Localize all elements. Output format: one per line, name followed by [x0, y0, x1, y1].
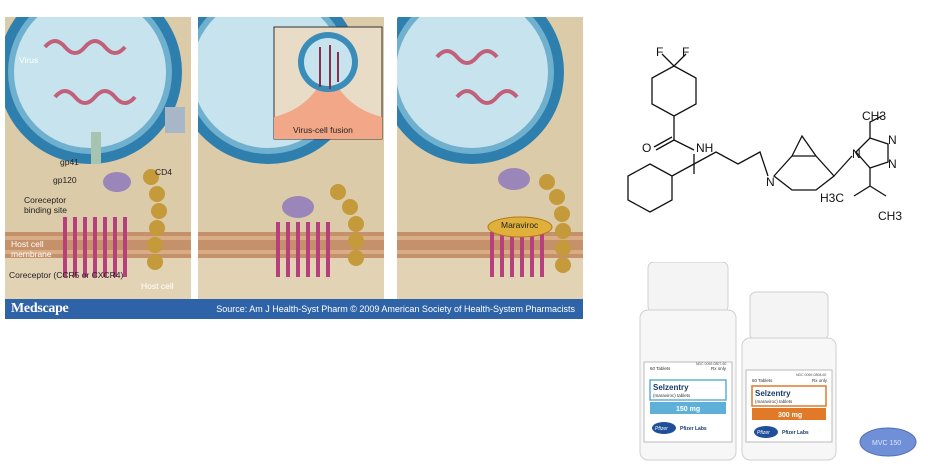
right-strength: 300 mg: [778, 412, 802, 419]
hiv-entry-figure: Virus gp41 gp120 CD4 Coreceptor binding …: [5, 17, 583, 319]
label-virus: Virus: [19, 55, 39, 65]
source-credit: Source: Am J Health-Syst Pharm © 2009 Am…: [216, 304, 575, 314]
label-maraviroc: Maraviroc: [501, 220, 539, 230]
atom-n3: N: [888, 157, 897, 171]
selzentry-bottles: 60 Tablets Rx only NDC 0069-0807-60 Selz…: [639, 262, 917, 461]
right-count: 60 Tablets: [752, 378, 773, 383]
panel-maraviroc-art: [397, 17, 583, 299]
left-labs: Pfizer Labs: [680, 426, 707, 432]
structure-bonds: [627, 53, 889, 213]
label-host-cell: Host cell: [141, 281, 174, 291]
label-host-cell-membrane: Host cell membrane: [11, 239, 52, 259]
left-generic: (maraviroc) tablets: [653, 393, 691, 398]
label-coreceptor-binding-site: Coreceptor binding site: [24, 195, 68, 215]
atom-o: O: [642, 141, 651, 155]
atom-ch3-bottom: CH3: [878, 209, 902, 220]
maraviroc-structure: F F O NH N N N N CH3 H3C CH3: [627, 45, 902, 220]
label-coreceptor: Coreceptor (CCR5 or CXCR4): [9, 270, 124, 280]
right-rx: Rx only: [812, 378, 828, 383]
figure-footer: Medscape Source: Am J Health-Syst Pharm …: [5, 299, 583, 319]
pill-imprint: MVC 150: [872, 440, 901, 447]
panel-fusion: Virus-cell fusion: [198, 17, 384, 299]
label-virus-cell-fusion: Virus-cell fusion: [293, 125, 353, 135]
atom-ch3-top: CH3: [862, 109, 886, 123]
atom-nh: NH: [696, 141, 713, 155]
label-gp41: gp41: [60, 157, 79, 167]
bottle-150mg: 60 Tablets Rx only NDC 0069-0807-60 Selz…: [639, 262, 737, 461]
right-labs: Pfizer Labs: [782, 430, 809, 436]
atom-h3c: H3C: [820, 191, 844, 205]
left-maker: Pfizer: [655, 426, 668, 432]
bottle-300mg: 60 Tablets Rx only NDC 0069-0808-60 Selz…: [741, 291, 837, 461]
right-generic: (maraviroc) tablets: [755, 399, 793, 404]
panel-attachment: Virus gp41 gp120 CD4 Coreceptor binding …: [5, 17, 191, 299]
atom-n1: N: [852, 147, 861, 161]
atom-n-bridge: N: [766, 175, 775, 189]
left-ndc: NDC 0069-0807-60: [696, 362, 726, 366]
medscape-logo: Medscape: [11, 301, 69, 316]
maraviroc-pill: MVC 150: [859, 427, 917, 457]
left-strength: 150 mg: [676, 406, 700, 413]
panel-maraviroc: Maraviroc: [397, 17, 583, 299]
label-gp120: gp120: [53, 175, 77, 185]
atom-n2: N: [888, 133, 897, 147]
left-brand: Selzentry: [653, 383, 689, 392]
atom-f1: F: [656, 45, 663, 59]
right-maker: Pfizer: [757, 430, 770, 436]
left-rx: Rx only: [711, 366, 727, 371]
right-brand: Selzentry: [755, 389, 791, 398]
atom-f2: F: [682, 45, 689, 59]
panel-fusion-art: [198, 17, 384, 299]
panel-attachment-art: [5, 17, 191, 299]
right-ndc: NDC 0069-0808-60: [796, 373, 826, 377]
left-count: 60 Tablets: [650, 366, 671, 371]
label-cd4: CD4: [155, 167, 173, 177]
